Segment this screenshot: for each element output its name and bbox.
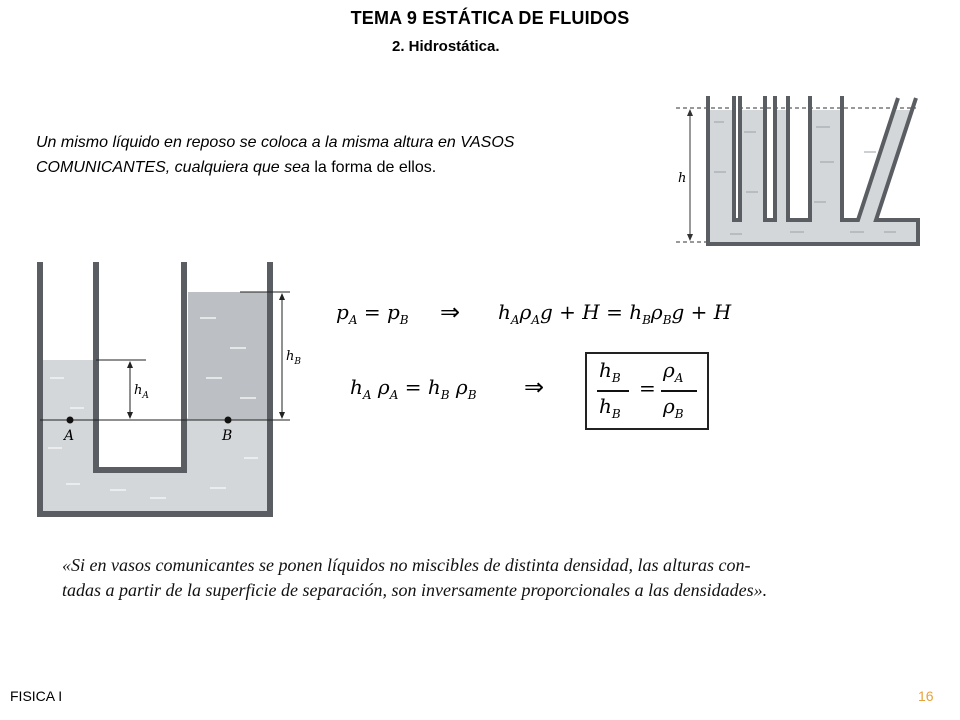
point-a-label: A bbox=[62, 428, 74, 444]
frac-right-denominator: ρB bbox=[663, 394, 684, 421]
page-title: TEMA 9 ESTÁTICA DE FLUIDOS bbox=[350, 8, 630, 28]
equation-pressure-equality: pA = pB bbox=[336, 300, 409, 327]
communicating-vessels-figure: h bbox=[676, 96, 920, 246]
implies-arrow-2: ⇒ bbox=[524, 373, 545, 401]
intro-line-1: Un mismo líquido en reposo se coloca a l… bbox=[36, 134, 515, 151]
svg-text:hA: hA bbox=[134, 383, 149, 401]
frac-right-bar bbox=[661, 390, 697, 392]
ha-label: h bbox=[134, 383, 142, 398]
intro-paragraph: Un mismo líquido en reposo se coloca a l… bbox=[36, 130, 636, 180]
quote-line-1: «Si en vasos comunicantes se ponen líqui… bbox=[62, 555, 751, 575]
vessels-height-label: h bbox=[678, 171, 686, 186]
frac-left-bar bbox=[597, 390, 629, 392]
frac-left-denominator: hB bbox=[599, 394, 621, 421]
point-a-dot bbox=[66, 416, 74, 424]
ha-label-sub: A bbox=[141, 391, 149, 401]
frac-left-numerator: hB bbox=[599, 358, 621, 385]
u-tube-figure: hA hB A B bbox=[37, 262, 301, 517]
footer-page-number: 16 bbox=[918, 688, 934, 704]
point-b-dot bbox=[224, 416, 232, 424]
frac-right-numerator: ρA bbox=[663, 358, 684, 385]
footer-course: FISICA I bbox=[10, 688, 63, 704]
svg-text:hB: hB bbox=[286, 349, 301, 367]
quote-line-2: tadas a partir de la superficie de separ… bbox=[62, 580, 768, 600]
equation-hydrostatic-balance: hAρAg + H = hBρBg + H bbox=[498, 300, 732, 327]
point-b-label: B bbox=[221, 428, 232, 444]
hb-label: h bbox=[286, 349, 294, 364]
boxed-result: hB hB = ρA ρB bbox=[585, 352, 709, 430]
intro-line-2-italic: COMUNICANTES, cualquiera que sea bbox=[36, 159, 315, 176]
quote-block: «Si en vasos comunicantes se ponen líqui… bbox=[62, 553, 892, 603]
frac-equals: = bbox=[639, 376, 656, 400]
intro-line-2-normal: la forma de ellos. bbox=[314, 159, 437, 176]
implies-arrow-1: ⇒ bbox=[440, 298, 461, 326]
section-subtitle: 2. Hidrostática. bbox=[392, 38, 500, 55]
hb-label-sub: B bbox=[293, 357, 301, 367]
equation-height-density: hA ρA = hB ρB bbox=[350, 375, 477, 402]
